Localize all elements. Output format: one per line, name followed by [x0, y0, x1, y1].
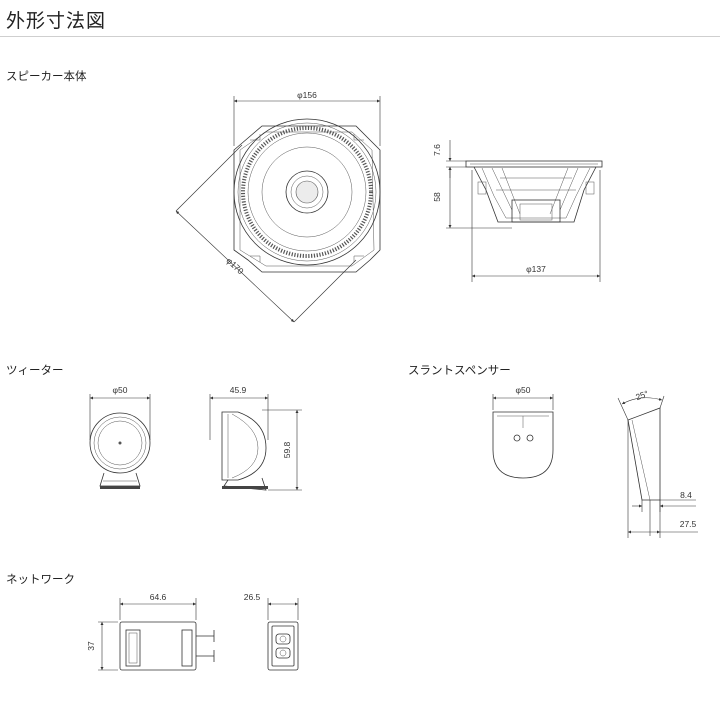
speaker-front-view: φ156 φ170 [175, 90, 381, 323]
speaker-side-view: 7.6 58 φ137 [432, 140, 603, 282]
spacer-front-view: φ50 [492, 385, 554, 479]
network-side-view: 26.5 [244, 592, 299, 671]
dim-speaker-phi-diag: φ170 [224, 255, 245, 276]
dim-spacer-phi: φ50 [516, 385, 531, 395]
tweeter-front-view: φ50 [89, 385, 151, 489]
network-front-view: 64.6 37 [86, 592, 215, 671]
dim-speaker-phi-outer: φ156 [297, 90, 317, 100]
dim-tweeter-phi: φ50 [113, 385, 128, 395]
dim-spacer-thick: 27.5 [680, 519, 697, 529]
dim-tweeter-height: 59.8 [282, 441, 292, 458]
dim-speaker-phi-bottom: φ137 [526, 264, 546, 274]
section-label-speaker: スピーカー本体 [6, 71, 87, 83]
dim-network-height: 37 [86, 641, 96, 651]
section-label-network: ネットワーク [6, 574, 75, 586]
tweeter-side-view: 45.9 59.8 [209, 385, 302, 491]
dim-network-depth: 26.5 [244, 592, 261, 602]
dim-speaker-depth-top: 7.6 [432, 144, 442, 156]
dim-speaker-depth-body: 58 [432, 192, 442, 202]
spacer-side-view: 25° 8.4 27.5 [617, 388, 698, 538]
section-label-spacer: スラントスペンサー [408, 365, 511, 377]
dim-network-width: 64.6 [150, 592, 167, 602]
dim-spacer-angle: 25° [634, 388, 650, 402]
page-title: 外形寸法図 [6, 11, 107, 32]
section-label-tweeter: ツィーター [6, 365, 64, 377]
title-divider [0, 36, 720, 37]
dim-tweeter-depth: 45.9 [230, 385, 247, 395]
dim-spacer-thin: 8.4 [680, 490, 692, 500]
